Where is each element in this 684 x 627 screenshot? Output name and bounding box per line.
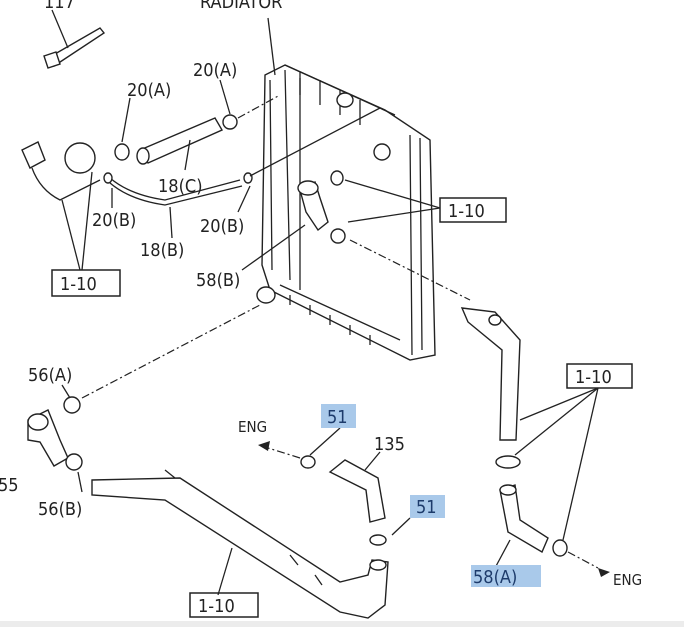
water-pipe-part: [91, 469, 389, 619]
highlight-58a: [471, 565, 541, 587]
radiator-cap-part: [21, 141, 101, 271]
label-117[interactable]: 117: [44, 0, 75, 13]
label-ref-left[interactable]: 1-10: [60, 274, 97, 295]
ref-box-left: [51, 269, 121, 297]
radiator-part: [256, 17, 436, 361]
label-56a[interactable]: 56(A): [28, 365, 72, 386]
label-radiator[interactable]: RADIATOR: [200, 0, 282, 13]
label-ref-radiator[interactable]: 1-10: [448, 201, 485, 222]
label-58a[interactable]: 58(A): [473, 567, 517, 588]
label-eng-right[interactable]: ENG: [613, 571, 642, 589]
arrow-right-icon: [598, 568, 610, 577]
label-20b-right[interactable]: 20(B): [200, 216, 244, 237]
highlight-51-upper: [321, 404, 356, 428]
label-18c[interactable]: 18(C): [158, 176, 203, 197]
arrow-left-icon: [258, 441, 270, 451]
label-20b-left[interactable]: 20(B): [92, 210, 136, 231]
label-135[interactable]: 135: [374, 434, 405, 455]
label-18b[interactable]: 18(B): [140, 240, 184, 261]
label-51-lower[interactable]: 51: [416, 497, 437, 518]
cable-tie-part: [43, 9, 106, 69]
hose-58b-part: [241, 170, 471, 301]
label-56b[interactable]: 56(B): [38, 499, 82, 520]
label-eng-left[interactable]: ENG: [238, 418, 267, 436]
hose-18c-part: [114, 79, 281, 171]
hose-55-part: [27, 304, 261, 493]
label-ref-right[interactable]: 1-10: [575, 367, 612, 388]
bottom-scroll-strip: [0, 621, 684, 627]
hose-58a-part: [460, 307, 610, 577]
label-55[interactable]: 55: [0, 475, 19, 496]
ref-box-bottom: [189, 592, 259, 618]
label-ref-bottom[interactable]: 1-10: [198, 596, 235, 617]
label-58b[interactable]: 58(B): [196, 270, 240, 291]
label-20a-upper[interactable]: 20(A): [193, 60, 237, 81]
highlight-51-lower: [410, 495, 445, 518]
ref-box-right: [566, 363, 633, 389]
ref-box-radiator: [439, 197, 507, 223]
label-20a-left[interactable]: 20(A): [127, 80, 171, 101]
label-51-upper[interactable]: 51: [327, 407, 348, 428]
hose-18b-part: [103, 107, 381, 239]
hose-135-part: [258, 427, 411, 546]
